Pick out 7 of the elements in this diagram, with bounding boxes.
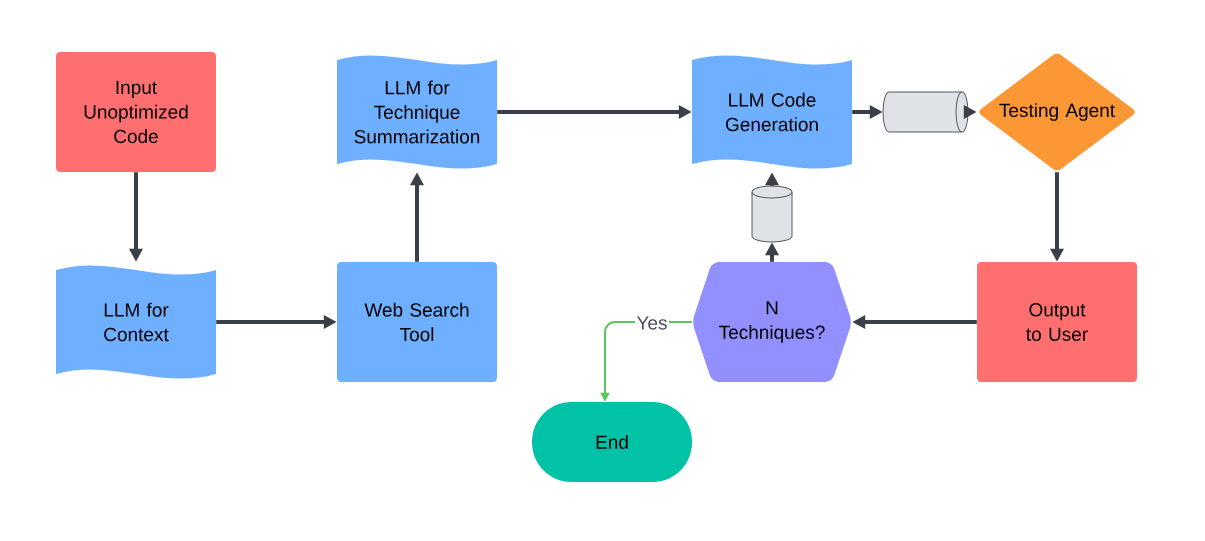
process-box: Output to User — [977, 262, 1137, 382]
edge-label: Yes — [635, 314, 669, 332]
process-box: Input Unoptimized Code — [56, 52, 216, 172]
process-box: Web Search Tool — [337, 262, 497, 382]
decision-hexagon: N Techniques? — [693, 262, 851, 382]
cylinder — [882, 91, 969, 133]
cylinder — [751, 185, 793, 243]
